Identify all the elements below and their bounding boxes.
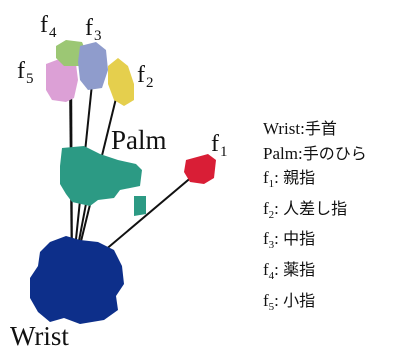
legend-row: f5: 小指 xyxy=(263,289,367,320)
legend-meaning: 小指 xyxy=(283,290,316,310)
legend-separator: : xyxy=(274,198,284,218)
legend-row: f4: 薬指 xyxy=(263,258,367,289)
legend-row: f3: 中指 xyxy=(263,227,367,258)
wrist-shape xyxy=(30,236,124,324)
legend-separator: : xyxy=(300,119,305,138)
legend-term-subscript: 1 xyxy=(268,178,275,191)
legend-row: f1: 親指 xyxy=(263,166,367,197)
legend-term: f xyxy=(263,290,269,310)
f2-index-shape xyxy=(108,58,134,106)
label-f4: f4 xyxy=(40,13,57,41)
label-f1-base: f xyxy=(211,131,219,157)
f3-middle-shape xyxy=(78,42,108,90)
legend-separator: : xyxy=(274,229,284,249)
label-f1: f1 xyxy=(211,132,228,160)
legend-meaning: 中指 xyxy=(283,229,316,249)
legend-separator: : xyxy=(297,143,303,163)
label-f5-base: f xyxy=(17,58,25,84)
legend-term: f xyxy=(263,229,269,249)
label-f4-base: f xyxy=(40,12,48,38)
label-f5-sub: 5 xyxy=(26,71,34,87)
legend-row: f2: 人差し指 xyxy=(263,197,367,228)
label-f3-sub: 3 xyxy=(94,28,102,44)
label-wrist: Wrist xyxy=(10,321,69,351)
label-palm: Palm xyxy=(111,125,167,155)
legend-row: Wrist:手首 xyxy=(263,117,367,142)
label-f3: f3 xyxy=(85,16,102,44)
legend-meaning: 手首 xyxy=(304,119,337,138)
legend-term-subscript: 4 xyxy=(268,269,275,282)
legend-separator: : xyxy=(274,168,284,188)
legend-meaning: 手のひら xyxy=(302,143,367,163)
palm-shape xyxy=(60,146,146,216)
legend-separator: : xyxy=(274,290,284,310)
label-f2: f2 xyxy=(137,63,154,91)
label-f2-base: f xyxy=(137,62,145,88)
label-f1-sub: 1 xyxy=(220,144,228,160)
label-f3-base: f xyxy=(85,15,93,41)
legend-term: f xyxy=(263,259,269,279)
label-f4-sub: 4 xyxy=(49,25,57,41)
legend-row: Palm:手のひら xyxy=(263,142,367,167)
legend-separator: : xyxy=(274,259,284,279)
legend-term: f xyxy=(263,198,269,218)
legend-term: f xyxy=(263,168,269,188)
label-f2-sub: 2 xyxy=(146,75,154,91)
legend-term: Palm xyxy=(263,143,298,163)
legend-meaning: 人差し指 xyxy=(283,198,348,218)
legend-meaning: 親指 xyxy=(283,168,316,188)
legend-term-subscript: 5 xyxy=(268,300,275,313)
label-f5: f5 xyxy=(17,59,34,87)
f5-pinky-shape xyxy=(46,58,78,102)
f1-thumb-shape xyxy=(184,154,216,184)
legend-meaning: 薬指 xyxy=(283,259,316,279)
legend-term: Wrist xyxy=(263,119,301,138)
legend-term-subscript: 2 xyxy=(268,208,275,221)
legend-term-subscript: 3 xyxy=(268,239,275,252)
